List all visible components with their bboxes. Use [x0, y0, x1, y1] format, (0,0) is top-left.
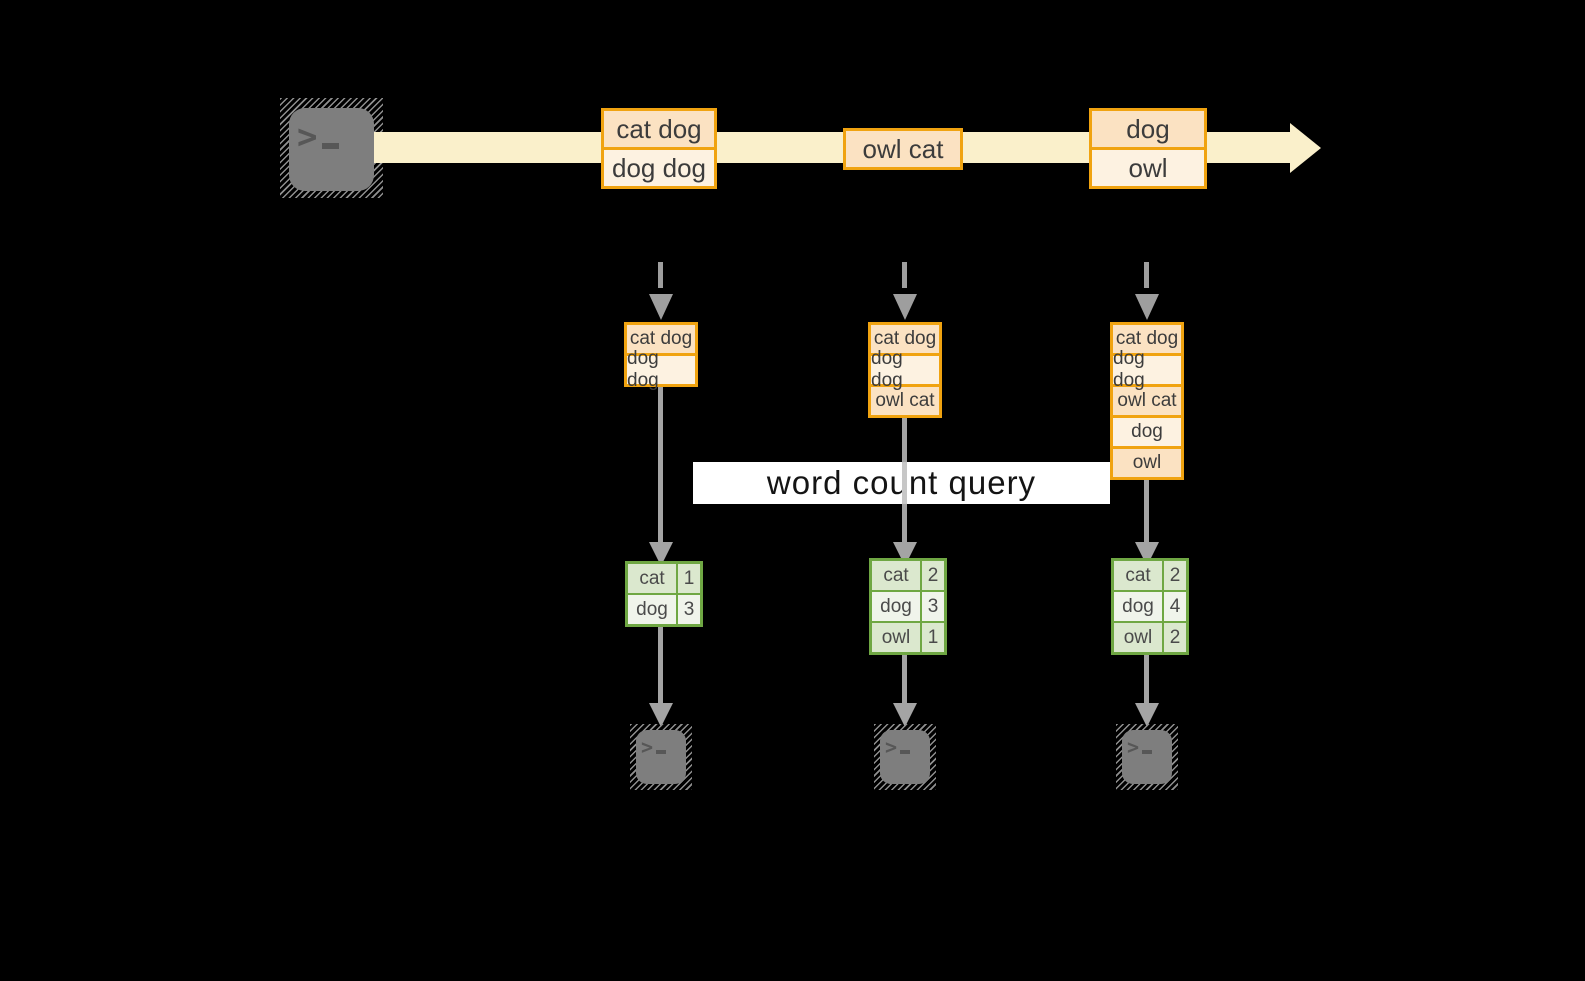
down-arrowhead-icon: [1135, 703, 1159, 727]
query-banner: word count query: [693, 462, 1110, 504]
count-word: cat: [872, 561, 920, 590]
batch-cell: cat dog: [604, 111, 714, 147]
count-value: 1: [922, 623, 944, 652]
prompt-chevron-icon: >: [1127, 735, 1140, 759]
batch-cell: dog dog: [604, 147, 714, 186]
count-word: owl: [872, 623, 920, 652]
terminal-screen: >: [636, 730, 686, 784]
state-cell: owl cat: [871, 384, 939, 415]
terminal-screen: >: [880, 730, 930, 784]
count-value: 1: [678, 564, 700, 593]
connector-line: [1144, 478, 1149, 545]
count-value: 3: [922, 592, 944, 621]
prompt-icon: >: [297, 117, 340, 157]
count-table-1: cat 1 dog 3: [625, 561, 703, 627]
state-cell: dog dog: [1113, 348, 1181, 391]
connector-line-through-banner: [902, 462, 907, 504]
prompt-chevron-icon: >: [641, 735, 654, 759]
state-cell: owl: [1113, 446, 1181, 477]
down-arrowhead-icon: [1135, 294, 1159, 320]
count-row: owl 2: [1114, 623, 1186, 652]
down-arrowhead-icon: [649, 294, 673, 320]
state-cell: cat dog: [627, 325, 695, 353]
down-arrow-dash: [1144, 262, 1149, 288]
count-word: dog: [628, 595, 676, 624]
count-row: dog 4: [1114, 592, 1186, 621]
down-arrow-dash: [658, 262, 663, 288]
count-value: 3: [678, 595, 700, 624]
count-value: 2: [1164, 561, 1186, 590]
prompt-chevron-icon: >: [297, 117, 318, 157]
batch-cell: owl: [1092, 147, 1204, 186]
query-label: word count query: [766, 464, 1037, 501]
count-word: cat: [628, 564, 676, 593]
state-cell: dog dog: [871, 348, 939, 391]
state-cell: cat dog: [1113, 325, 1181, 353]
prompt-cursor-icon: [900, 750, 911, 754]
connector-line: [1144, 655, 1149, 705]
prompt-icon: >: [641, 735, 667, 759]
terminal-screen: >: [1122, 730, 1172, 784]
count-word: cat: [1114, 561, 1162, 590]
stream-arrowhead-icon: [1290, 123, 1321, 173]
count-table-2: cat 2 dog 3 owl 1: [869, 558, 947, 655]
count-row: dog 3: [628, 595, 700, 624]
count-row: cat 2: [1114, 561, 1186, 590]
count-word: dog: [1114, 592, 1162, 621]
down-arrow-dash: [902, 262, 907, 288]
count-row: owl 1: [872, 623, 944, 652]
count-word: owl: [1114, 623, 1162, 652]
connector-line: [902, 655, 907, 705]
prompt-icon: >: [1127, 735, 1153, 759]
count-value: 2: [1164, 623, 1186, 652]
state-cell: cat dog: [871, 325, 939, 353]
count-value: 2: [922, 561, 944, 590]
prompt-chevron-icon: >: [885, 735, 898, 759]
terminal-sink-icon: >: [630, 724, 692, 790]
count-row: cat 1: [628, 564, 700, 593]
prompt-cursor-icon: [322, 143, 340, 149]
count-row: cat 2: [872, 561, 944, 590]
prompt-cursor-icon: [656, 750, 667, 754]
prompt-icon: >: [885, 735, 911, 759]
down-arrowhead-icon: [893, 703, 917, 727]
prompt-cursor-icon: [1142, 750, 1153, 754]
count-value: 4: [1164, 592, 1186, 621]
state-cell: owl cat: [1113, 384, 1181, 415]
terminal-sink-icon: >: [1116, 724, 1178, 790]
count-table-3: cat 2 dog 4 owl 2: [1111, 558, 1189, 655]
count-row: dog 3: [872, 592, 944, 621]
state-cell: dog dog: [627, 348, 695, 391]
connector-line: [658, 627, 663, 705]
state-cell: dog: [1113, 415, 1181, 446]
terminal-sink-icon: >: [874, 724, 936, 790]
down-arrowhead-icon: [649, 703, 673, 727]
connector-line: [658, 385, 663, 545]
down-arrowhead-icon: [893, 294, 917, 320]
stream-batch-2: owl cat: [843, 128, 963, 170]
terminal-source-icon: >: [280, 98, 383, 198]
count-word: dog: [872, 592, 920, 621]
batch-cell: owl cat: [846, 131, 960, 167]
batch-cell: dog: [1092, 111, 1204, 147]
terminal-screen: >: [289, 108, 374, 191]
